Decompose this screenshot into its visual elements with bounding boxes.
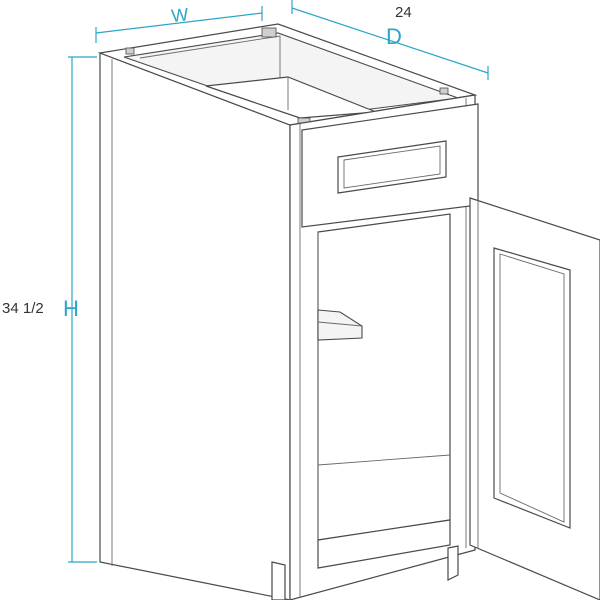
cabinet-left-side bbox=[99, 52, 291, 600]
drawer-front bbox=[301, 103, 479, 228]
height-letter: H bbox=[63, 296, 79, 321]
corner-bracket-left bbox=[125, 47, 135, 55]
open-door bbox=[469, 197, 600, 600]
corner-bracket-back bbox=[261, 27, 277, 38]
depth-letter: D bbox=[386, 24, 402, 49]
width-letter: W bbox=[170, 4, 189, 26]
height-value: 34 1/2 bbox=[2, 300, 44, 317]
toe-kick bbox=[271, 545, 459, 600]
cabinet-top-frame bbox=[97, 23, 478, 126]
interior-shelf bbox=[317, 309, 363, 341]
height-dimension: H 34 1/2 bbox=[2, 56, 97, 563]
corner-bracket-right bbox=[439, 87, 449, 95]
width-dimension: W bbox=[95, 4, 263, 43]
depth-dimension: D 24 bbox=[291, 0, 489, 80]
depth-value: 24 bbox=[395, 4, 412, 21]
cabinet-interior bbox=[317, 213, 451, 569]
